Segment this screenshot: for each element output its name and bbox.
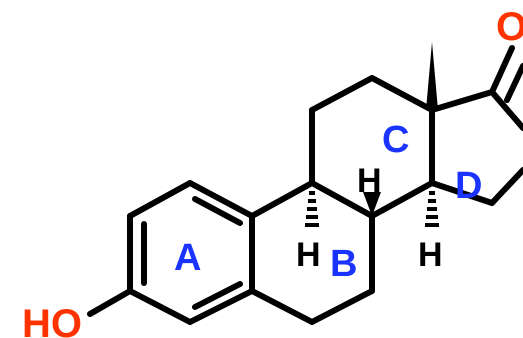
h-hashed-bond-c9 [305, 191, 319, 227]
hydroxyl-label: HO [22, 302, 82, 338]
ring-c-label: C [382, 119, 409, 161]
bond [369, 75, 435, 113]
ring-d-bonds [429, 89, 523, 206]
ring-b-bonds [249, 180, 375, 325]
bond [429, 89, 495, 113]
ring-a-bonds [127, 180, 255, 325]
ring-b-label: B [330, 243, 357, 285]
h-wedge-bond [363, 192, 381, 216]
methyl-wedge-bond [426, 42, 438, 110]
bond [489, 89, 523, 131]
bond [187, 288, 255, 325]
hydroxyl-bond [87, 288, 133, 317]
hydrogen-label-c14: H [418, 236, 443, 274]
ring-a-label: A [174, 237, 201, 279]
hydrogen-label-c8: H [357, 162, 382, 200]
bond [249, 180, 315, 219]
ring-c-bonds [309, 75, 435, 219]
bond [309, 180, 375, 219]
hydrogen-label-c9: H [296, 236, 321, 274]
ring-d-label: D [455, 165, 482, 207]
bond [309, 75, 375, 113]
bond [187, 180, 255, 219]
carbonyl-bond [504, 63, 523, 103]
aromatic-inner-bond [192, 281, 243, 310]
bond [249, 288, 315, 325]
bond [309, 288, 375, 325]
aromatic-inner-bond [192, 196, 243, 226]
bond [489, 167, 523, 206]
bond [429, 180, 495, 206]
h-hashed-bond-c14 [425, 191, 439, 227]
oxygen-label: O [496, 5, 523, 49]
carbonyl-bond [489, 45, 515, 95]
bond [369, 180, 435, 219]
bond [127, 288, 193, 325]
bond [127, 180, 193, 219]
